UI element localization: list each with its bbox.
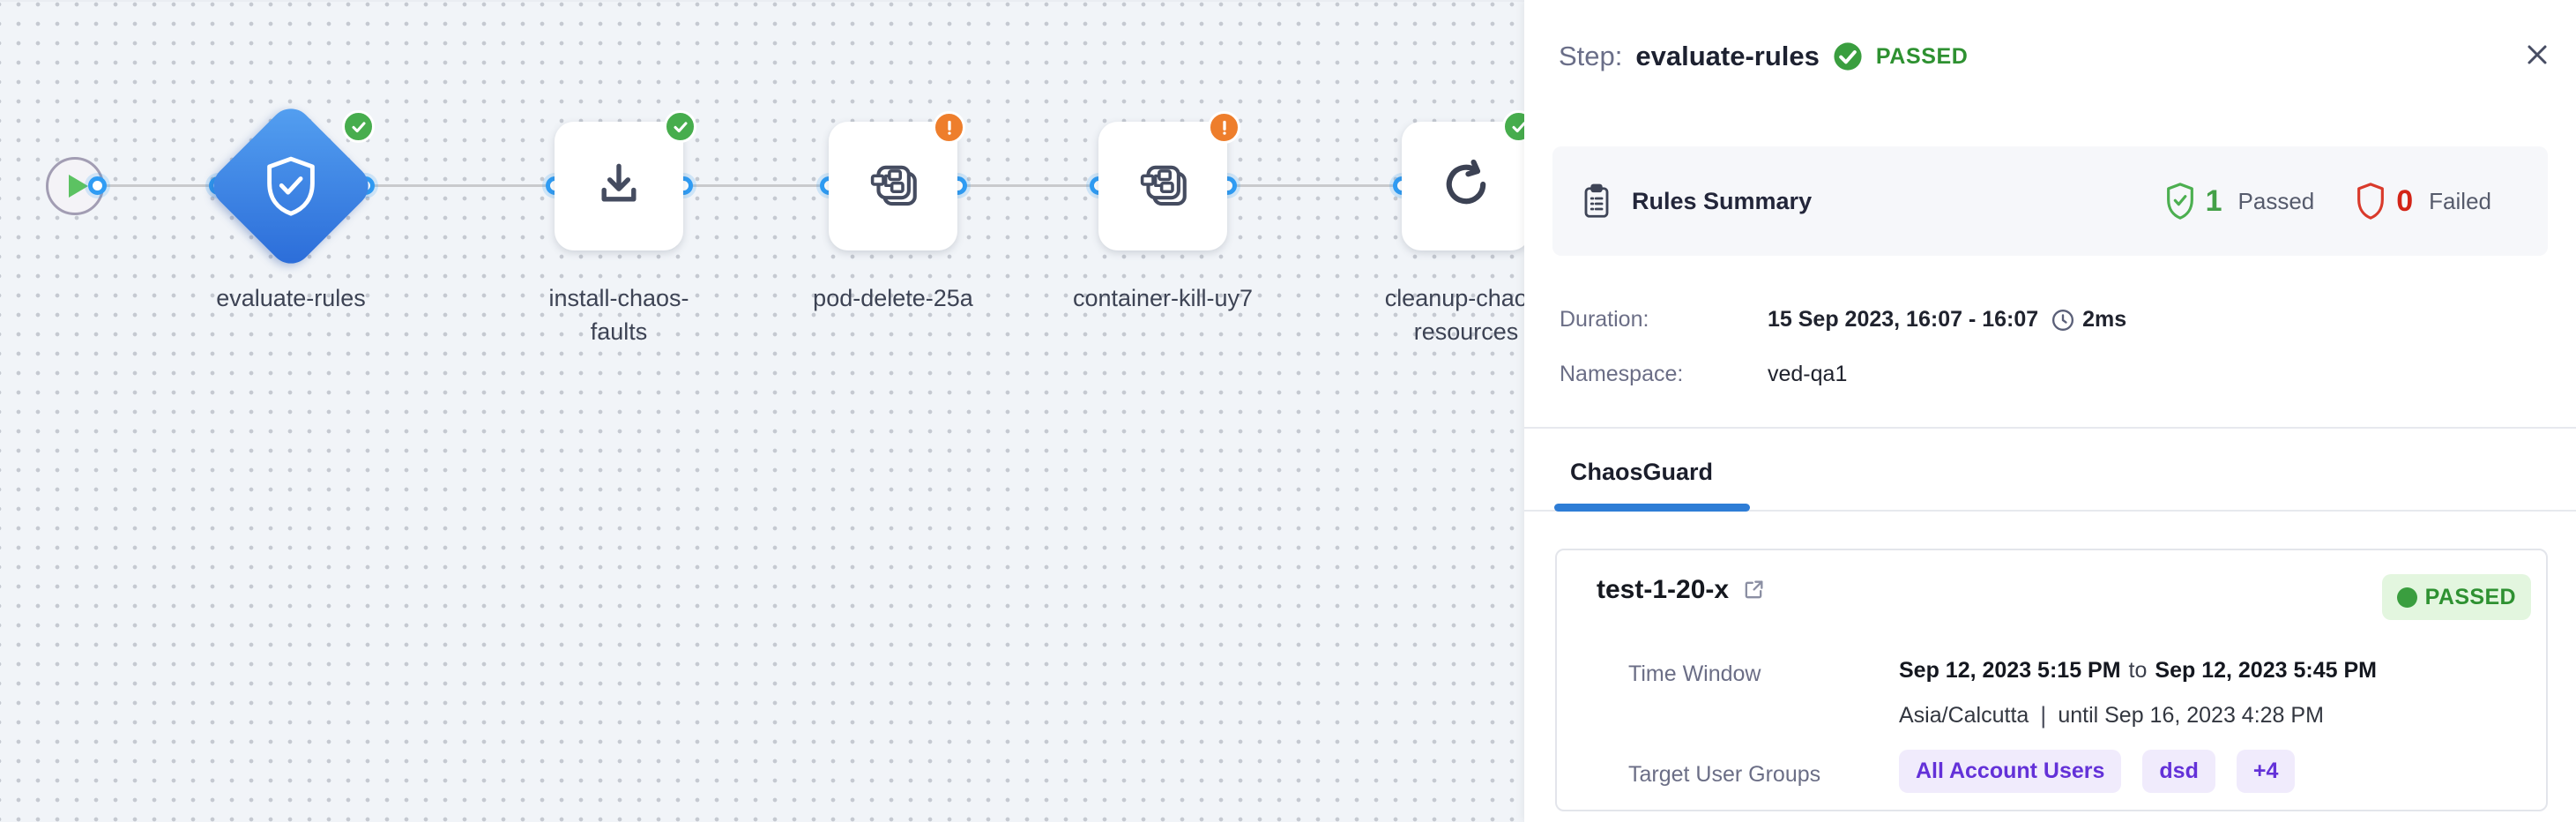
step-status-badge: PASSED xyxy=(1875,43,1969,69)
time-window-value: Sep 12, 2023 5:15 PM to Sep 12, 2023 5:4… xyxy=(1899,658,2377,684)
check-circle-icon xyxy=(342,110,375,143)
duration-label: Duration: xyxy=(1560,307,1649,332)
close-button[interactable] xyxy=(2520,37,2555,72)
node-label: container-kill-uy7 xyxy=(1072,285,1254,311)
node-cleanup-chaos-resources[interactable] xyxy=(1402,122,1530,250)
passed-label: Passed xyxy=(2237,187,2315,214)
play-icon xyxy=(68,175,88,198)
step-label: Step: xyxy=(1559,41,1623,71)
tabbar-border xyxy=(1524,510,2576,512)
node-label: cleanup-chaos-resources xyxy=(1384,285,1548,345)
node-label: evaluate-rules xyxy=(216,285,366,311)
step-name: evaluate-rules xyxy=(1635,41,1820,71)
check-circle-icon xyxy=(1833,41,1863,71)
node-install-chaos-faults[interactable] xyxy=(555,122,683,250)
panel-header: Step: evaluate-rules PASSED xyxy=(1559,41,1968,72)
shield-check-icon xyxy=(2163,180,2198,222)
passed-count: 1 xyxy=(2205,183,2222,218)
guard-name: test-1-20-x xyxy=(1597,575,1730,604)
guard-status-text: PASSED xyxy=(2424,584,2516,609)
check-circle-icon xyxy=(664,110,696,143)
node-label: pod-delete-25a xyxy=(813,285,973,311)
exclamation-circle-icon xyxy=(1208,111,1240,144)
timezone-until: until Sep 16, 2023 4:28 PM xyxy=(2058,703,2324,728)
time-window-label: Time Window xyxy=(1628,661,1761,686)
time-window-start: Sep 12, 2023 5:15 PM xyxy=(1899,658,2121,683)
download-icon xyxy=(592,157,646,216)
failed-count: 0 xyxy=(2396,183,2414,218)
target-user-groups: All Account Users dsd +4 xyxy=(1899,750,2296,793)
user-group-chip-more[interactable]: +4 xyxy=(2236,750,2296,793)
guard-status-badge: PASSED xyxy=(2381,574,2531,620)
node-label: install-chaos-faults xyxy=(548,285,689,345)
port-dot xyxy=(87,176,107,195)
section-divider xyxy=(1524,427,2576,429)
pipeline-edge xyxy=(75,184,1524,187)
status-dot-icon xyxy=(2396,587,2417,608)
rules-summary-bar: Rules Summary 1 Passed 0 xyxy=(1552,146,2548,256)
timezone-value: Asia/Calcutta xyxy=(1899,703,2029,728)
exclamation-circle-icon xyxy=(933,111,965,144)
namespace-label: Namespace: xyxy=(1560,362,1684,386)
duration-row: Duration: 15 Sep 2023, 16:07 - 16:07 2ms xyxy=(1560,307,2126,333)
tab-chaosguard[interactable]: ChaosGuard xyxy=(1570,459,1714,485)
rules-summary-title: Rules Summary xyxy=(1632,187,1813,214)
clipboard-icon xyxy=(1581,182,1612,220)
namespace-row: Namespace: ved-qa1 xyxy=(1560,362,1847,387)
external-link-icon[interactable] xyxy=(1741,578,1766,602)
node-container-kill-uy7[interactable] xyxy=(1098,122,1227,250)
chaosguard-card: test-1-20-x PASSED Time Window Sep 12, 2… xyxy=(1555,549,2548,811)
duration-value: 15 Sep 2023, 16:07 - 16:07 xyxy=(1768,307,2039,332)
step-details-panel: Step: evaluate-rules PASSED Rules Summar… xyxy=(1524,0,2576,822)
time-window-join: to xyxy=(2128,658,2148,683)
refresh-icon xyxy=(1438,156,1494,217)
shield-check-icon xyxy=(257,150,325,222)
shield-icon xyxy=(2353,180,2388,222)
timezone-row: Asia/Calcutta | until Sep 16, 2023 4:28 … xyxy=(1899,702,2324,729)
target-user-groups-label: Target User Groups xyxy=(1628,762,1821,787)
node-evaluate-rules[interactable] xyxy=(205,100,377,273)
chaos-fault-icon xyxy=(864,155,922,218)
tab-active-underline xyxy=(1554,504,1750,512)
user-group-chip[interactable]: dsd xyxy=(2142,750,2215,793)
time-window-end: Sep 12, 2023 5:45 PM xyxy=(2155,658,2377,683)
user-group-chip[interactable]: All Account Users xyxy=(1899,750,2122,793)
duration-ms: 2ms xyxy=(2082,307,2127,332)
node-pod-delete-25a[interactable] xyxy=(829,122,957,250)
failed-stat: 0 Failed xyxy=(2353,180,2491,222)
passed-stat: 1 Passed xyxy=(2163,180,2315,222)
failed-label: Failed xyxy=(2429,187,2491,214)
chaos-fault-icon xyxy=(1134,155,1192,218)
namespace-value: ved-qa1 xyxy=(1768,362,1848,386)
timezone-separator: | xyxy=(2040,702,2047,729)
clock-icon xyxy=(2051,308,2075,333)
